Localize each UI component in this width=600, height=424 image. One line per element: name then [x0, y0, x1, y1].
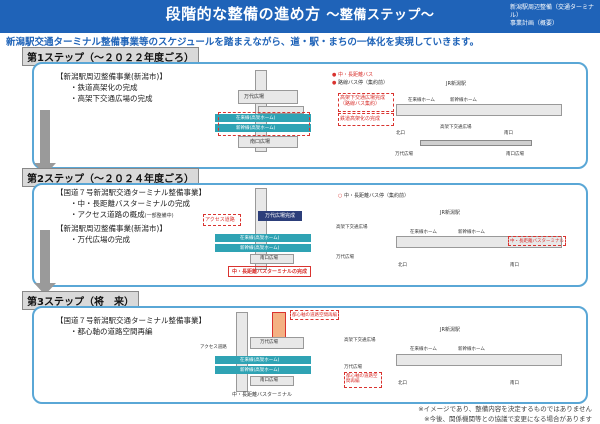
step1-callout-1: 高架下交通広場完成（路線バス集約） [338, 93, 394, 112]
step3-platform-upper [396, 354, 562, 366]
step1-bandai2-label: 万代広場 [395, 152, 413, 157]
step1-minami-label: 南口広場 [250, 139, 271, 145]
step3-road [236, 312, 248, 392]
step1-shinkansen-label: 新幹線(高架ホーム) [236, 126, 276, 131]
step2-item-2-note: (一部整備中) [144, 213, 174, 219]
step1-bandai-label: 万代広場 [244, 94, 265, 100]
step1-ground [420, 140, 532, 146]
step3-shinkansen-home: 新幹線ホーム [458, 347, 485, 352]
header-note-line2: 事業計画（概要） [510, 20, 559, 27]
legend-stop-dot-icon: ● [332, 80, 337, 86]
legend-bus-ring-icon: ○ [338, 193, 343, 199]
step3-minamiguchi-label: 南口 [510, 381, 519, 386]
page-header [0, 0, 600, 33]
page-title: 段階的な整備の進め方 ～整備ステップ～ [0, 3, 600, 24]
step-arrow-2-shaft [40, 230, 50, 285]
step1-shinkansen-bar [215, 124, 311, 132]
footnote-2: ※今後、関係機関等との協議で変更になる場合があります [424, 415, 592, 423]
step3-zairai-bar [215, 356, 311, 364]
step3-shinkansen-bar [215, 366, 311, 374]
step2-zairai-home: 在来線ホーム [410, 230, 437, 235]
step1-item-2: ・高架下交通広場の完成 [70, 94, 153, 103]
step1-legend-stop-text: 路線バス停（集約前） [337, 80, 388, 86]
step2-shinkansen-bar [215, 244, 311, 252]
step2-project-1: 【国道７号新潟駅交通ターミナル整備事業】 [56, 188, 206, 197]
step2-item-1: ・中・長距離バスターミナルの完成 [70, 199, 190, 208]
step3-shinkansen-label: 新幹線(高架ホーム) [240, 368, 280, 373]
step3-kita-label: 北口 [398, 381, 407, 386]
step3-bandai2-label: 万代広場 [344, 365, 362, 370]
step2-kita-label: 北口 [398, 263, 407, 268]
step-arrow-1-shaft [40, 110, 50, 165]
step3-zairai-label: 在来線(高架ホーム) [240, 358, 280, 363]
step1-koka-label: 高架下交通広場 [440, 125, 472, 130]
step2-koka-label: 高架下交通広場 [336, 225, 368, 230]
step3-zairai-home: 在来線ホーム [410, 347, 437, 352]
step1-project: 【新潟駅周辺整備事業(新潟市)】 [56, 72, 167, 81]
step1-zairai-home: 在来線ホーム [408, 98, 435, 103]
step1-minamiguchi-label: 南口 [504, 131, 513, 136]
step1-shinkansen-home: 新幹線ホーム [450, 98, 477, 103]
step3-project: 【国道７号新潟駅交通ターミナル整備事業】 [56, 316, 206, 325]
step3-koka-label: 高架下交通広場 [344, 338, 376, 343]
step3-toshinjiku-block [272, 312, 286, 340]
step1-platform-upper [396, 104, 562, 116]
step3-bandai-block [250, 337, 304, 349]
step1-callout-2: 鉄道高架化の完成 [338, 113, 394, 126]
step3-toshinjiku-callout: 都心軸の道路空間再編 [290, 310, 339, 320]
step3-access-label: アクセス道路 [200, 345, 227, 350]
legend-bus-dot-icon: ● [332, 72, 337, 78]
lead-text: 新潟駅交通ターミナル整備事業等のスケジュールを踏まえながら、道・駅・まちの一体化… [6, 37, 480, 48]
step2-bandai-done: 万代広場完成 [258, 211, 302, 221]
step2-shinkansen-home: 新幹線ホーム [458, 230, 485, 235]
page-subtitle: ～整備ステップ～ [326, 8, 435, 23]
step1-jr-label: JR新潟駅 [446, 81, 466, 87]
step2-minamiguchi-label: 南口 [510, 263, 519, 268]
step2-legend-text: 中・長距離バス停（集約前） [343, 193, 409, 199]
step2-jr-label: JR新潟駅 [440, 210, 460, 216]
step1-highlight-box [218, 112, 310, 136]
page-title-main: 段階的な整備の進め方 [165, 5, 321, 23]
step2-legend: ○ 中・長距離バス停（集約前） [338, 192, 409, 199]
step1-legend-bus-text: 中・長距離バス [337, 72, 373, 78]
step3-minami-label: 南口広場 [260, 378, 278, 383]
step2-zairai-bar [215, 234, 311, 242]
step2-item-2: ・アクセス道路の概成(一部整備中) [70, 210, 174, 221]
step2-shinkansen-label: 新幹線(高架ホーム) [240, 246, 280, 251]
step1-minami2-label: 南口広場 [506, 152, 524, 157]
step2-item-3: ・万代広場の完成 [70, 235, 130, 244]
step3-jr-label: JR新潟駅 [440, 327, 460, 333]
step1-zairai-bar [215, 114, 311, 122]
step3-minami-block [250, 376, 294, 386]
step3-item-1: ・都心軸の道路空間再編 [70, 327, 153, 336]
step3-bandai-label: 万代広場 [260, 340, 278, 345]
step2-terminal-done: 中・長距離バスターミナルの完成 [228, 266, 312, 277]
step2-project-2: 【新潟駅周辺整備事業(新潟市)】 [56, 224, 167, 233]
step2-minami-block [250, 254, 294, 264]
step2-zairai-label: 在来線(高架ホーム) [240, 236, 280, 241]
header-note: 新潟駅周辺整備（交通ターミナル） 事業計画（概要） [510, 4, 594, 28]
step1-zairai-label: 在来線(高架ホーム) [236, 116, 276, 121]
step1-legend-stop: ● 路線バス停（集約前） [332, 79, 388, 86]
step2-item-2-text: ・アクセス道路の概成 [70, 210, 145, 219]
step3-callout: 都心軸の道路空間再編 [344, 372, 382, 388]
step2-bandai2-label: 万代広場 [336, 255, 354, 260]
step2-access-callout: アクセス道路 [203, 214, 241, 226]
step1-bandai-block [238, 90, 298, 104]
step3-terminal-label: 中・長距離バスターミナル [232, 392, 293, 398]
step1-kita-label: 北口 [396, 131, 405, 136]
step1-item-1: ・鉄道高架化の完成 [70, 83, 138, 92]
step1-legend-bus: ● 中・長距離バス [332, 71, 373, 78]
step1-minami-block [238, 136, 298, 148]
step1-mid-block [258, 106, 304, 114]
step2-terminal-label: 中・長距離バスターミナル [508, 236, 566, 246]
footnote-1: ※イメージであり、整備内容を決定するものではありません [418, 405, 592, 413]
header-note-line1: 新潟駅周辺整備（交通ターミナル） [510, 4, 595, 19]
step2-minami-label: 南口広場 [260, 256, 278, 261]
